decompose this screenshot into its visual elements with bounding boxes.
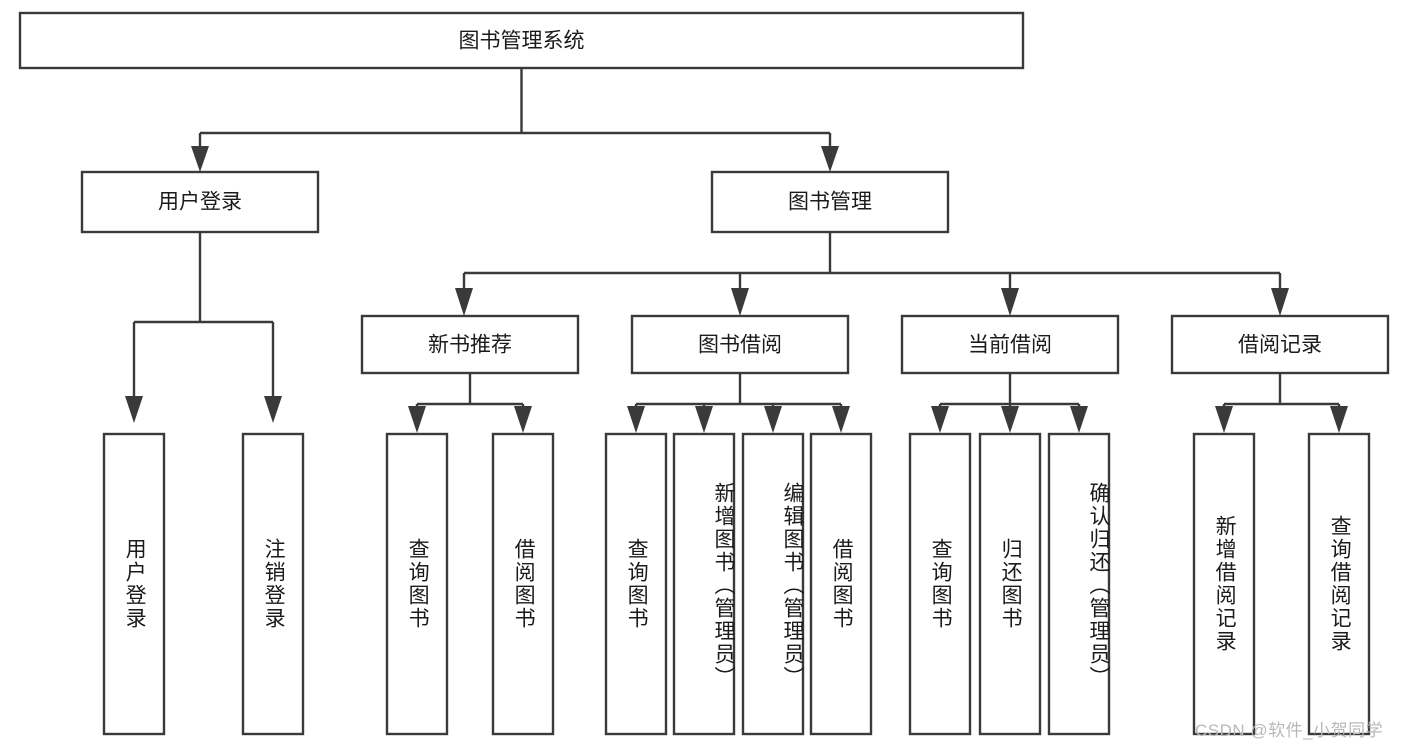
- csdn-watermark: CSDN @软件_小贺同学: [1195, 721, 1384, 740]
- leaf-boxes: [102, 432, 1371, 736]
- node-current-borrow[interactable]: 当前借阅: [900, 314, 1120, 375]
- node-label-new-book-recommend: 新书推荐: [428, 334, 512, 357]
- connector-bookmanage-to-level3: [455, 232, 1289, 316]
- node-new-book-recommend[interactable]: 新书推荐: [360, 314, 580, 375]
- leaf-box-bookborrow-2[interactable]: [672, 432, 736, 736]
- leaf-box-bookborrow-1[interactable]: [604, 432, 668, 736]
- leaf-box-borrowrecord-1[interactable]: [1192, 432, 1256, 736]
- node-label-root: 图书管理系统: [459, 30, 585, 53]
- leaf-box-currentborrow-1[interactable]: [908, 432, 972, 736]
- leaf-box-user-login-1[interactable]: [102, 432, 166, 736]
- arrow-head-user-login: [191, 146, 209, 172]
- arrow-head-book-manage: [821, 146, 839, 172]
- leaf-box-currentborrow-2[interactable]: [978, 432, 1042, 736]
- leaf-box-bookborrow-3[interactable]: [741, 432, 805, 736]
- leaf-box-borrowrecord-2[interactable]: [1307, 432, 1371, 736]
- node-label-book-borrow: 图书借阅: [698, 334, 782, 357]
- connector-newbook-to-leaves: [408, 373, 532, 433]
- connector-userlogin-to-leaves: [125, 232, 282, 423]
- node-user-login[interactable]: 用户登录: [80, 170, 320, 234]
- node-label-user-login: 用户登录: [158, 191, 242, 214]
- connector-currentborrow-to-leaves: [931, 373, 1088, 433]
- node-label-book-manage: 图书管理: [788, 191, 872, 214]
- connector-root-to-level2: [191, 68, 839, 172]
- leaf-box-newbook-2[interactable]: [491, 432, 555, 736]
- connector-bookborrow-to-leaves: [627, 373, 850, 433]
- leaf-box-newbook-1[interactable]: [385, 432, 449, 736]
- leaf-box-currentborrow-3[interactable]: [1047, 432, 1111, 736]
- node-borrow-record[interactable]: 借阅记录: [1170, 314, 1390, 375]
- node-book-manage[interactable]: 图书管理: [710, 170, 950, 234]
- node-label-borrow-record: 借阅记录: [1238, 334, 1322, 357]
- node-book-borrow[interactable]: 图书借阅: [630, 314, 850, 375]
- node-root-system[interactable]: 图书管理系统: [18, 11, 1025, 70]
- connector-borrowrecord-to-leaves: [1215, 373, 1348, 433]
- leaf-box-bookborrow-4[interactable]: [809, 432, 873, 736]
- leaf-box-user-login-2[interactable]: [241, 432, 305, 736]
- node-label-current-borrow: 当前借阅: [968, 334, 1052, 357]
